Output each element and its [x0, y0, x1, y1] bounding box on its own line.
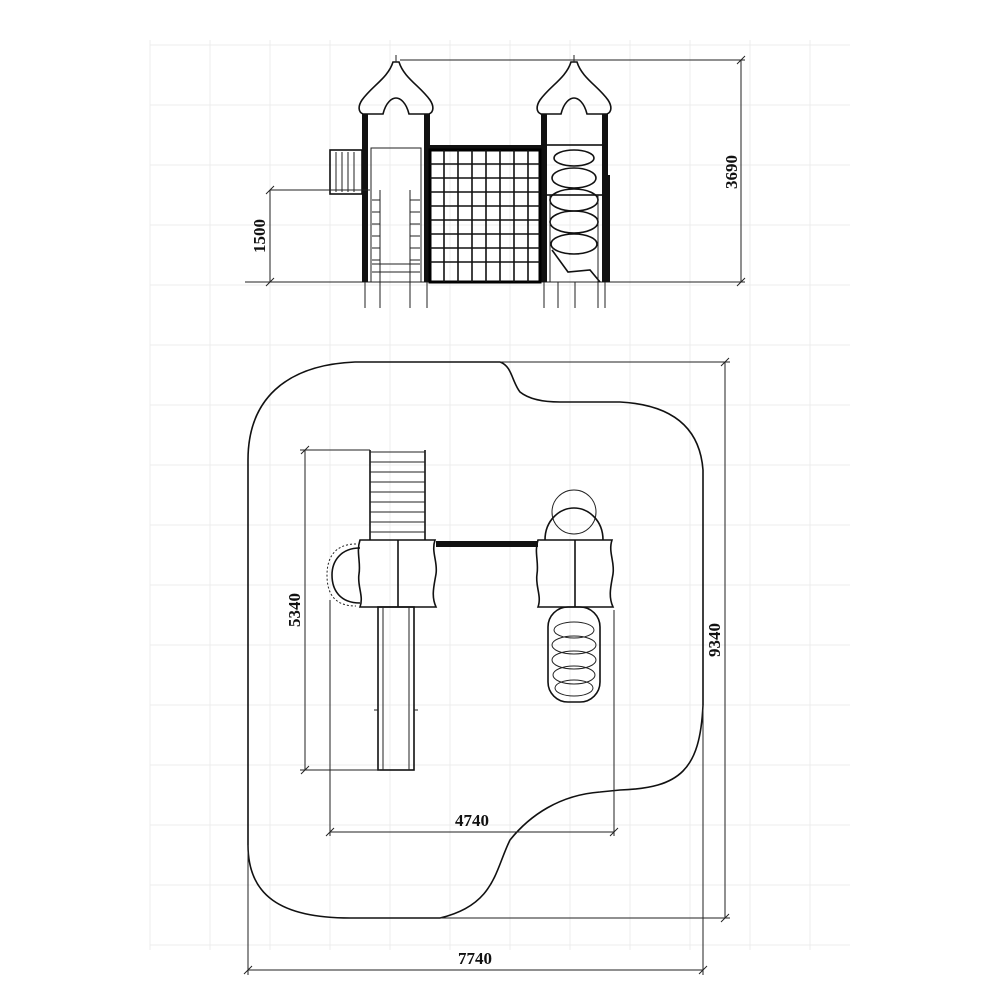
- dimension-7740-label: 7740: [458, 949, 492, 968]
- left-tower-plan: [326, 539, 438, 608]
- left-tower-post-right: [424, 114, 430, 282]
- slide-plan: [374, 606, 418, 771]
- dimension-overall-height: 3690: [400, 55, 746, 287]
- net-bridge-plan: [436, 541, 538, 547]
- background-grid: [149, 40, 850, 950]
- left-tower-roof: [358, 55, 434, 115]
- dimension-9340-label: 9340: [705, 623, 724, 657]
- dimension-equipment-depth: 5340: [285, 445, 380, 775]
- right-tower-plan: [535, 489, 615, 608]
- dimension-zone-width: 7740: [243, 705, 708, 975]
- dimension-equipment-width: 4740: [325, 600, 619, 837]
- dimension-platform-height: 1500: [250, 185, 370, 287]
- left-tower-post-left: [362, 114, 368, 282]
- climbing-net: [428, 148, 542, 284]
- ladder-plan: [369, 450, 426, 540]
- right-tower-post-left: [541, 114, 547, 282]
- post-footings: [364, 282, 606, 308]
- dimension-5340-label: 5340: [285, 593, 304, 627]
- dimension-4740-label: 4740: [455, 811, 489, 830]
- plan-view: 5340 4740 9340 7740: [243, 357, 730, 975]
- bridge-beam: [428, 145, 542, 150]
- spiral-climber-plan: [547, 606, 601, 703]
- left-side-panel: [329, 149, 363, 195]
- left-tower-ladder: [370, 147, 422, 283]
- dimension-1500-label: 1500: [250, 219, 269, 253]
- spiral-climber-elevation: [542, 144, 610, 283]
- elevation-view: 1500 3690: [245, 55, 746, 308]
- safety-zone-outline: [247, 361, 704, 919]
- dimension-zone-depth: 9340: [440, 357, 730, 923]
- right-tower-roof: [536, 55, 612, 115]
- dimension-3690-label: 3690: [722, 155, 741, 189]
